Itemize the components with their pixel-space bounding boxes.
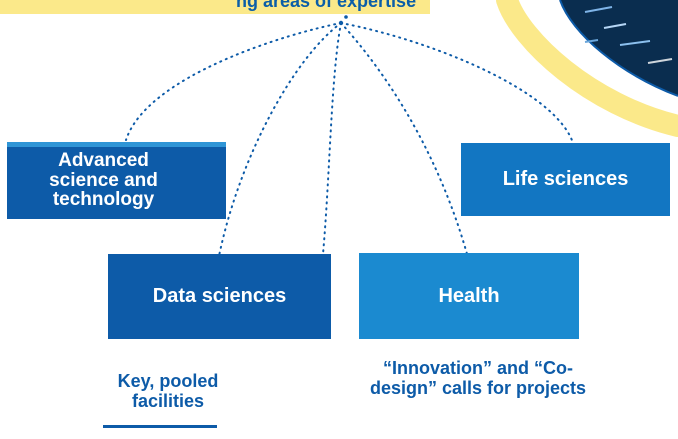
code-line <box>584 6 613 13</box>
connector-data-right <box>322 22 342 255</box>
circle-edge <box>559 0 678 97</box>
caption-key-pooled-facilities: Key, pooled facilities <box>117 371 219 411</box>
node-data-sciences: Data sciences <box>108 254 331 339</box>
connector-health <box>340 22 468 255</box>
node-health: Health <box>359 253 579 339</box>
root-dot <box>344 15 348 19</box>
node-advanced-science-and-technology: Advanced science and technology <box>7 142 226 219</box>
yellow-arc <box>496 0 678 137</box>
code-line <box>647 58 673 64</box>
root-dot <box>338 20 344 26</box>
node-life-sciences: Life sciences <box>461 143 670 216</box>
connector-data-left <box>218 22 342 257</box>
caption-underline <box>103 425 217 428</box>
top-banner <box>0 0 430 14</box>
caption-innovation-co-design-calls: “Innovation” and “Co-design” calls for p… <box>369 358 587 398</box>
connector-advanced <box>125 22 342 141</box>
code-image-panel <box>560 0 678 96</box>
code-line <box>584 39 599 43</box>
connector-life <box>340 22 574 144</box>
banner-title: ng areas of expertise <box>236 0 417 11</box>
code-line <box>603 23 627 29</box>
code-line <box>619 40 651 46</box>
